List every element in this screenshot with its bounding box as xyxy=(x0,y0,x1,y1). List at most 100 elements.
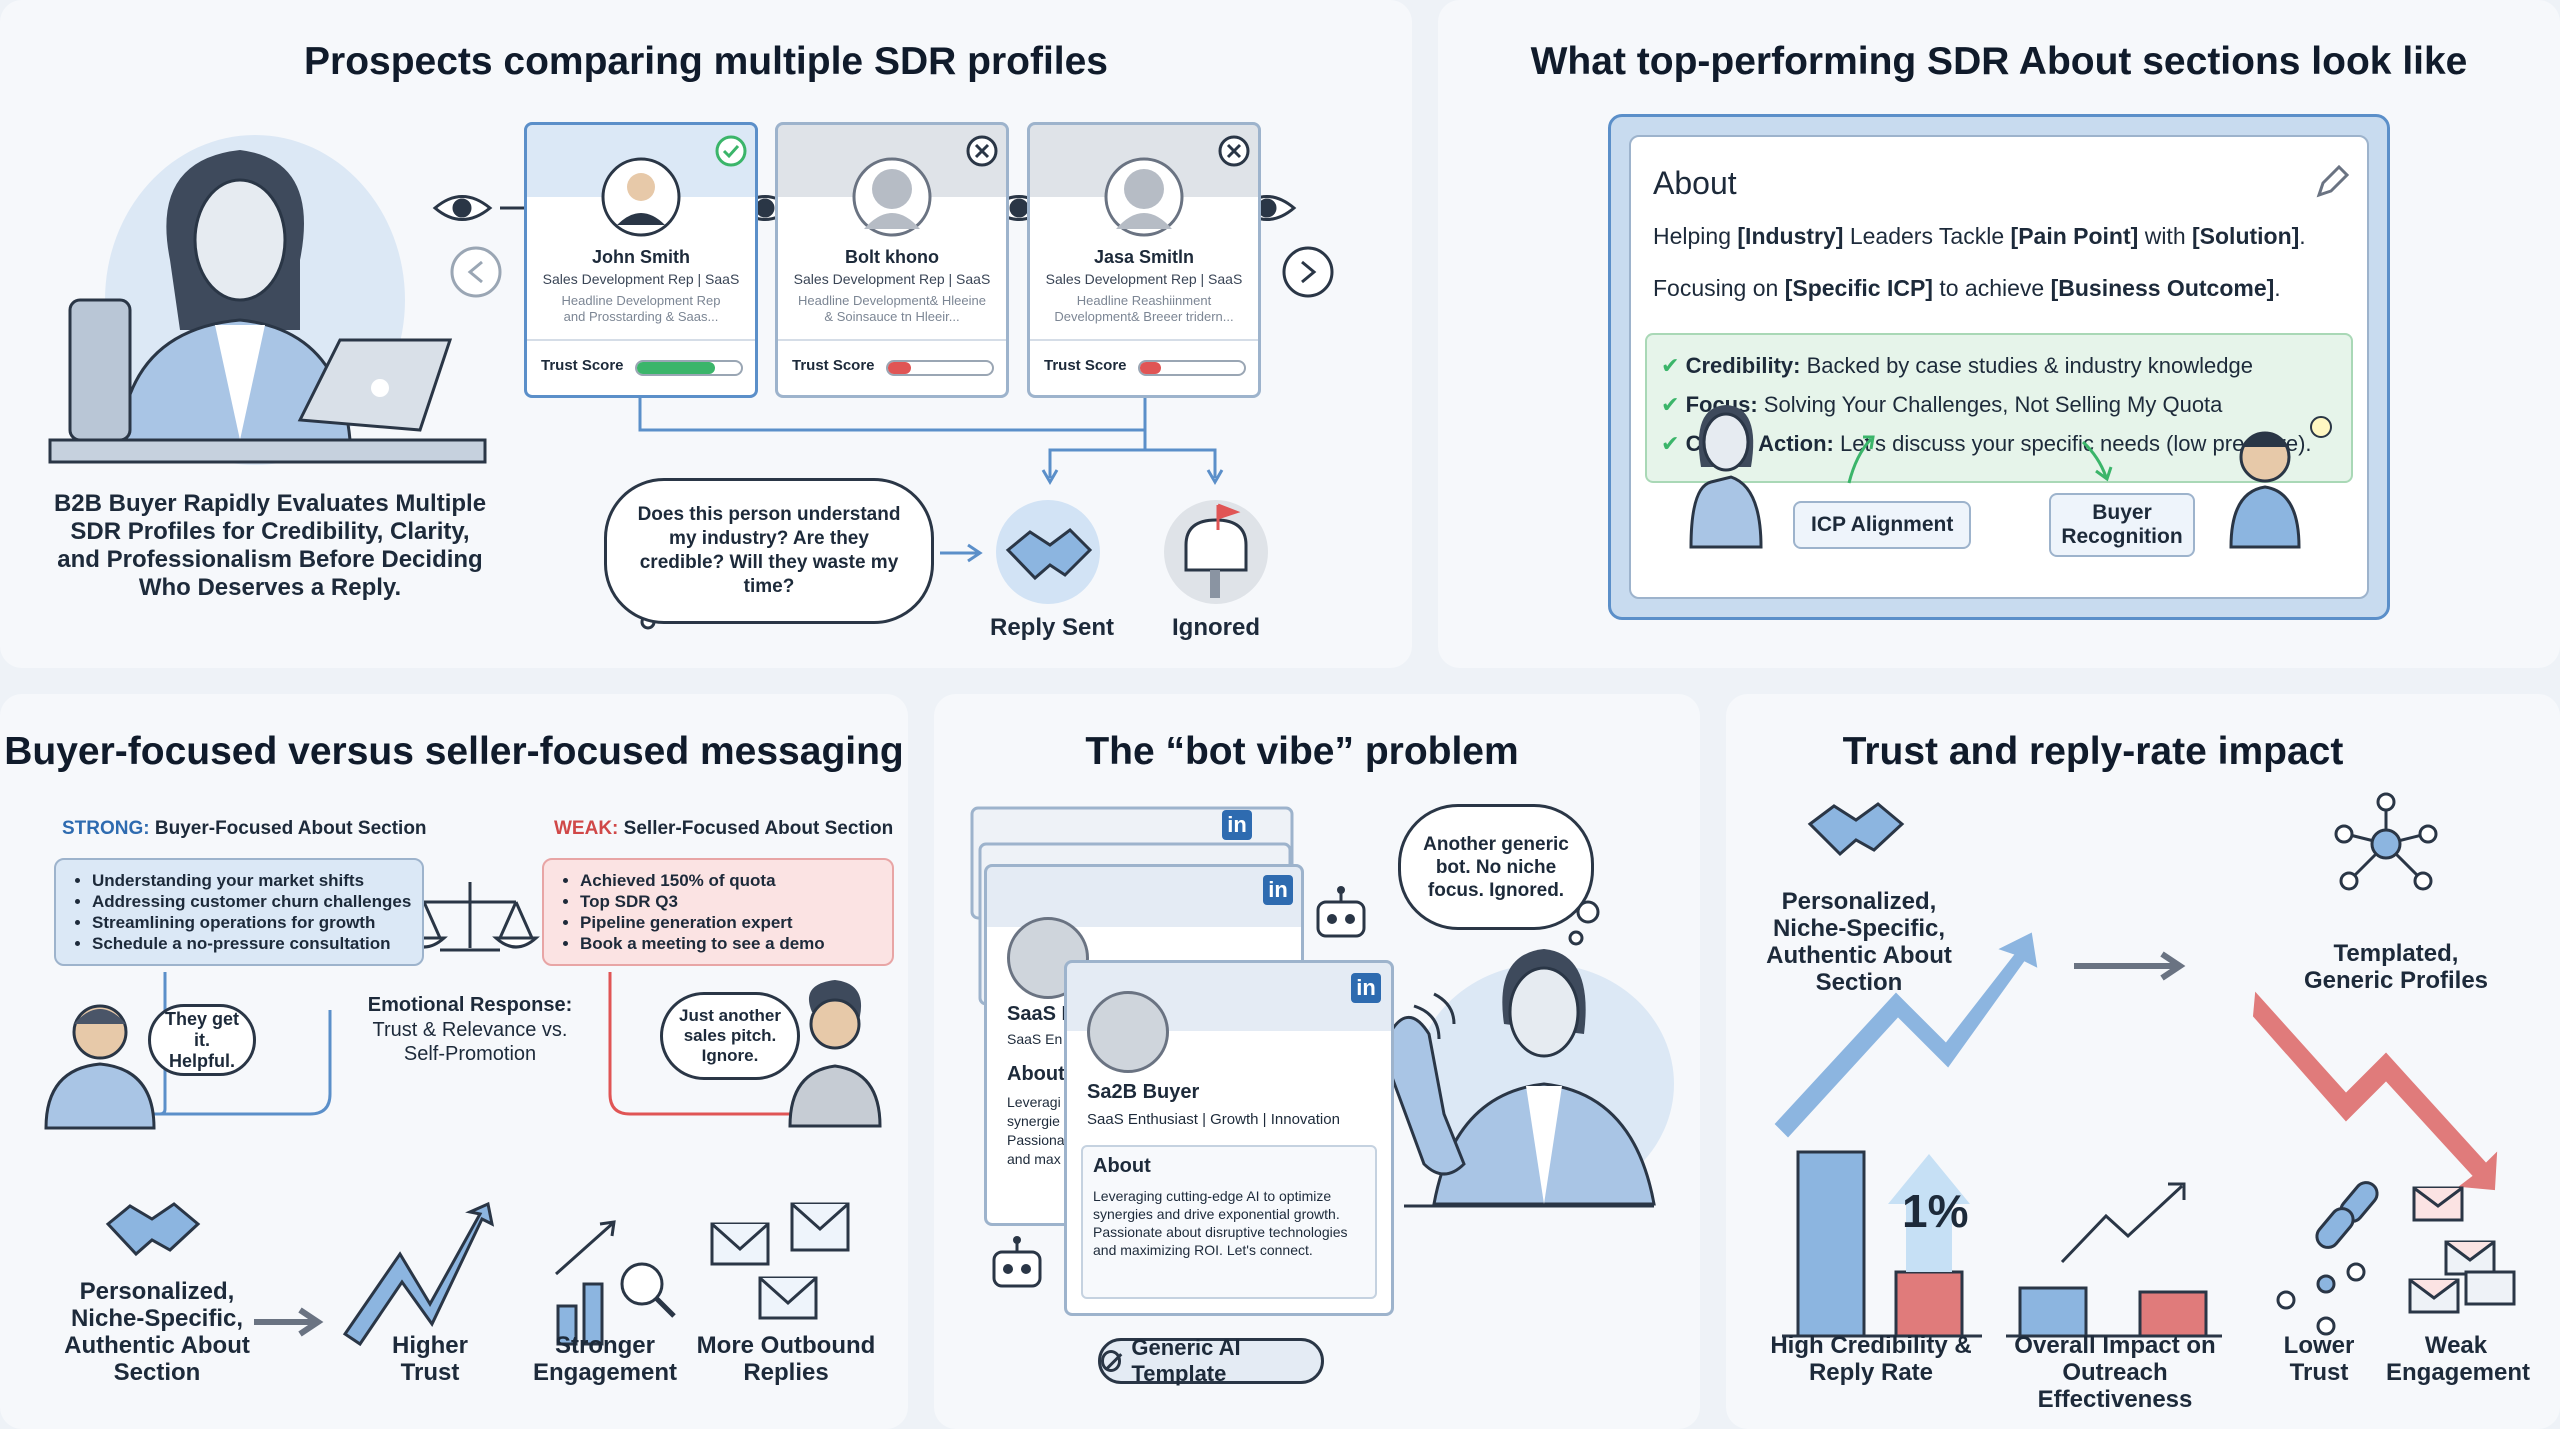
profile-card[interactable]: John Smith Sales Development Rep | SaaS … xyxy=(524,122,758,398)
bottom-label: Lower Trust xyxy=(2283,1332,2355,1386)
back-profile-role: SaaS En xyxy=(1007,1031,1063,1047)
handshake-icon xyxy=(105,1202,201,1257)
panel-title: Buyer-focused versus seller-focused mess… xyxy=(4,730,904,773)
profile-name: Sa2B Buyer xyxy=(1087,1081,1200,1103)
about-heading: About xyxy=(1093,1155,1151,1177)
trust-bar xyxy=(886,360,994,376)
linkedin-icon: in xyxy=(1351,973,1381,1003)
profile-role: SaaS Enthusiast | Growth | Innovation xyxy=(1087,1111,1340,1128)
profile-role: Sales Development Rep | SaaS xyxy=(1045,271,1243,287)
credibility-bar-low xyxy=(1894,1270,1964,1338)
strong-list: Understanding your market shiftsAddressi… xyxy=(54,858,424,966)
chart-magnifier-icon xyxy=(555,1220,676,1346)
flow-step: Personalized, Niche-Specific, Authentic … xyxy=(64,1278,250,1386)
avatar xyxy=(852,135,998,237)
about-illustrations xyxy=(1689,405,2332,549)
flow-step: More Outbound Replies xyxy=(696,1332,876,1386)
profile-name: Bolt khono xyxy=(845,247,939,267)
icp-alignment-tag: ICP Alignment xyxy=(1793,501,1972,549)
handshake-icon xyxy=(996,500,1100,604)
emotional-response-text: Trust & Relevance vs. Self-Promotion xyxy=(372,1019,568,1065)
trend-up-arrow xyxy=(1774,932,2038,1138)
weak-list: Achieved 150% of quotaTop SDR Q3Pipeline… xyxy=(542,858,894,966)
back-profile-name: SaaS E xyxy=(1007,1003,1075,1025)
robot-icon xyxy=(992,1236,1042,1288)
bottom-label: Overall Impact on Outreach Effectiveness xyxy=(2014,1332,2216,1413)
profile-role: Sales Development Rep | SaaS xyxy=(793,271,991,287)
emotional-response-title: Emotional Response: xyxy=(367,994,573,1016)
about-box: About Leveraging cutting-edge AI to opti… xyxy=(1081,1145,1377,1299)
profile-headline: Headline Development& Hleeine & Soinsauc… xyxy=(798,293,986,324)
trend-down-arrow xyxy=(2252,991,2498,1191)
panel-sdr-comparison: Prospects comparing multiple SDR profile… xyxy=(0,0,1412,668)
panel-trust-impact: Trust and reply-rate impact Personalized… xyxy=(1726,694,2560,1429)
badge-label: Generic AI Template xyxy=(1131,1335,1241,1386)
panel-messaging: Buyer-focused versus seller-focused mess… xyxy=(0,694,908,1429)
prev-arrow xyxy=(450,246,502,298)
buyer-caption: B2B Buyer Rapidly Evaluates Multiple SDR… xyxy=(53,490,487,601)
strong-heading: STRONG: Buyer-Focused About Section xyxy=(62,818,427,839)
impact-bar-blue xyxy=(2018,1286,2088,1338)
weak-heading: WEAK: Seller-Focused About Section xyxy=(554,818,894,839)
reply-sent-label: Reply Sent xyxy=(990,614,1115,641)
waving-hand xyxy=(1380,1015,1466,1176)
about-frame: About Helping [Industry] Leaders Tackle … xyxy=(1608,114,2390,620)
credibility-bar-high xyxy=(1796,1150,1866,1338)
check-icon: ✔︎ xyxy=(1661,353,1680,378)
impact-bar-red xyxy=(2138,1290,2208,1338)
ignored-label: Ignored xyxy=(1172,614,1260,641)
about-card: About Helping [Industry] Leaders Tackle … xyxy=(1629,135,2369,599)
panel-about-sections: What top-performing SDR About sections l… xyxy=(1438,0,2560,668)
profile-headline: Headline Development Rep and Prosstardin… xyxy=(561,293,721,324)
profile-card[interactable]: Jasa Smitln Sales Development Rep | SaaS… xyxy=(1027,122,1261,398)
check-icon: ✔︎ xyxy=(1661,392,1680,417)
trust-score-label: Trust Score xyxy=(541,357,624,374)
bottom-label: High Credibility & Reply Rate xyxy=(1770,1332,1972,1386)
profile-name: Jasa Smitln xyxy=(1093,247,1195,267)
percent-label: 1% xyxy=(1902,1185,1969,1237)
thought-bubble: Does this person understand my industry?… xyxy=(604,478,934,624)
generic-ai-badge[interactable]: Generic AI Template xyxy=(1098,1335,1324,1386)
p3-illustration xyxy=(44,882,882,1347)
broken-chain-icon xyxy=(2315,1181,2379,1249)
frustrated-person xyxy=(809,998,861,1050)
handshake-icon xyxy=(1807,802,1905,857)
bottom-label: Weak Engagement xyxy=(2386,1332,2531,1386)
avatar xyxy=(601,135,747,237)
profile-card[interactable]: Bolt khono Sales Development Rep | SaaS … xyxy=(775,122,1009,398)
next-arrow xyxy=(1282,246,1334,298)
flow-step: Higher Trust xyxy=(391,1332,468,1386)
generic-profile-card[interactable]: in Sa2B Buyer SaaS Enthusiast | Growth |… xyxy=(1064,960,1394,1316)
about-text: Leveraging cutting-edge AI to optimize s… xyxy=(1093,1188,1348,1258)
linkedin-icon: in xyxy=(1222,810,1252,840)
robot-icon xyxy=(1316,886,1366,938)
pencil-icon[interactable] xyxy=(2311,163,2351,203)
linkedin-icon: in xyxy=(1263,875,1293,905)
buyer-figure xyxy=(48,135,487,465)
panel-title: Trust and reply-rate impact xyxy=(1842,730,2344,773)
p5-illustration xyxy=(1774,792,2516,1338)
trust-score-label: Trust Score xyxy=(792,357,875,374)
trust-bar xyxy=(635,360,743,376)
left-label: Personalized, Niche-Specific, Authentic … xyxy=(1766,888,1952,996)
network-icon xyxy=(2334,792,2438,891)
they-get-it-bubble: They get it. Helpful. xyxy=(148,1004,256,1076)
flow-step: Stronger Engagement xyxy=(532,1332,678,1386)
avatar xyxy=(1104,135,1250,237)
about-line-2: Focusing on [Specific ICP] to achieve [B… xyxy=(1653,275,2281,301)
panel-title: What top-performing SDR About sections l… xyxy=(1530,40,2468,83)
back-about-text: Leveragi synergie Passiona and max xyxy=(1007,1094,1065,1167)
trust-score-label: Trust Score xyxy=(1044,357,1127,374)
profile-role: Sales Development Rep | SaaS xyxy=(542,271,740,287)
p1-illustration xyxy=(48,135,1334,630)
trend-up-icon xyxy=(342,1201,495,1347)
panel-title: Prospects comparing multiple SDR profile… xyxy=(304,40,1108,83)
just-another-bubble: Just another sales pitch. Ignore. xyxy=(660,992,800,1080)
check-icon: ✔︎ xyxy=(1661,431,1680,456)
back-about-heading: About xyxy=(1007,1063,1065,1085)
trust-bar xyxy=(1138,360,1246,376)
profile-name: John Smith xyxy=(592,247,690,267)
profile-headline: Headline Reashiinment Development& Breee… xyxy=(1054,293,1234,324)
prohibited-icon xyxy=(1101,1350,1123,1372)
avatar xyxy=(1087,991,1169,1073)
